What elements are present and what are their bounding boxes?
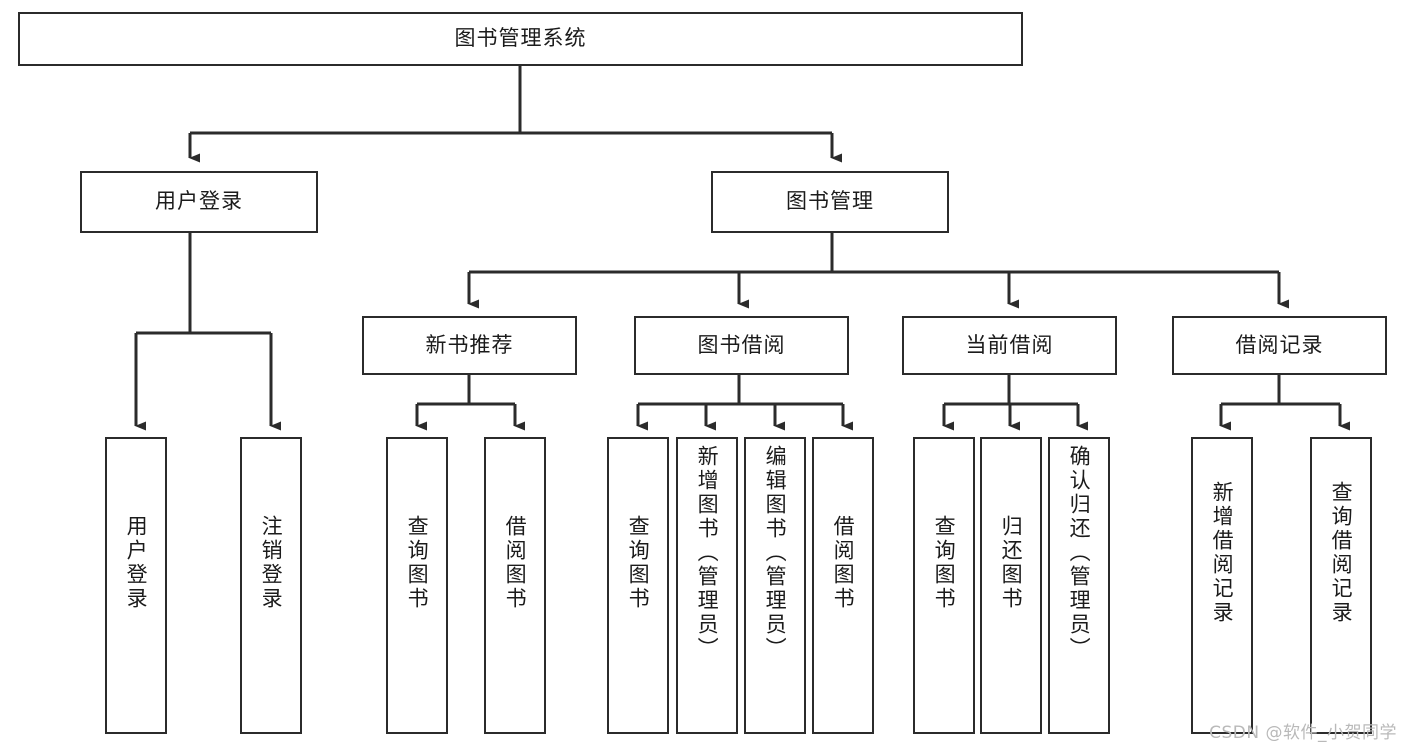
leaf-label: 借阅图书 [503, 515, 528, 611]
leaf-user-login[interactable]: 用户登录 [105, 437, 167, 734]
leaf-query-book-1[interactable]: 查询图书 [386, 437, 448, 734]
leaf-label: 新增借阅记录 [1210, 481, 1235, 625]
node-label: 图书借阅 [697, 332, 786, 357]
node-label: 当前借阅 [965, 332, 1054, 357]
leaf-label: 查询图书 [932, 515, 957, 611]
node-user-login[interactable]: 用户登录 [80, 171, 318, 233]
node-label: 借阅记录 [1235, 332, 1324, 357]
node-root-book-management-system[interactable]: 图书管理系统 [18, 12, 1023, 66]
leaf-add-record[interactable]: 新增借阅记录 [1191, 437, 1253, 734]
leaf-confirm-return[interactable]: 确认归还（管理员） [1048, 437, 1110, 734]
leaf-label: 注销登录 [259, 515, 284, 611]
leaf-label: 查询借阅记录 [1329, 481, 1354, 625]
leaf-label: 归还图书 [999, 515, 1024, 611]
node-book-manage[interactable]: 图书管理 [711, 171, 949, 233]
leaf-query-record[interactable]: 查询借阅记录 [1310, 437, 1372, 734]
root-to-level2-connectors [188, 66, 842, 163]
current-borrow-leaf-connectors [942, 375, 1088, 431]
leaf-query-book-2[interactable]: 查询图书 [607, 437, 669, 734]
node-label: 图书管理 [786, 189, 874, 214]
leaf-label: 借阅图书 [831, 515, 856, 611]
node-label: 新书推荐 [425, 332, 514, 357]
leaf-borrow-book-2[interactable]: 借阅图书 [812, 437, 874, 734]
leaf-query-book-3[interactable]: 查询图书 [913, 437, 975, 734]
leaf-edit-book[interactable]: 编辑图书（管理员） [744, 437, 806, 734]
node-current-borrow[interactable]: 当前借阅 [902, 316, 1117, 375]
leaf-logout-login[interactable]: 注销登录 [240, 437, 302, 734]
book-manage-to-level3-connectors [467, 233, 1289, 309]
leaf-label: 确认归还（管理员） [1067, 445, 1092, 661]
book-borrow-leaf-connectors [636, 375, 853, 431]
leaf-label: 查询图书 [405, 515, 430, 611]
leaf-label: 新增图书（管理员） [695, 445, 720, 661]
new-book-recommend-leaf-connectors [415, 375, 525, 431]
leaf-label: 查询图书 [626, 515, 651, 611]
node-label: 用户登录 [155, 189, 243, 214]
leaf-return-book[interactable]: 归还图书 [980, 437, 1042, 734]
node-borrow-record[interactable]: 借阅记录 [1172, 316, 1387, 375]
node-book-borrow[interactable]: 图书借阅 [634, 316, 849, 375]
node-new-book-recommend[interactable]: 新书推荐 [362, 316, 577, 375]
leaf-add-book[interactable]: 新增图书（管理员） [676, 437, 738, 734]
node-label: 图书管理系统 [454, 26, 587, 51]
leaf-borrow-book-1[interactable]: 借阅图书 [484, 437, 546, 734]
leaf-label: 用户登录 [124, 515, 149, 611]
user-login-to-leaves-connectors [134, 233, 281, 431]
leaf-label: 编辑图书（管理员） [763, 445, 788, 661]
borrow-record-leaf-connectors [1219, 375, 1350, 431]
